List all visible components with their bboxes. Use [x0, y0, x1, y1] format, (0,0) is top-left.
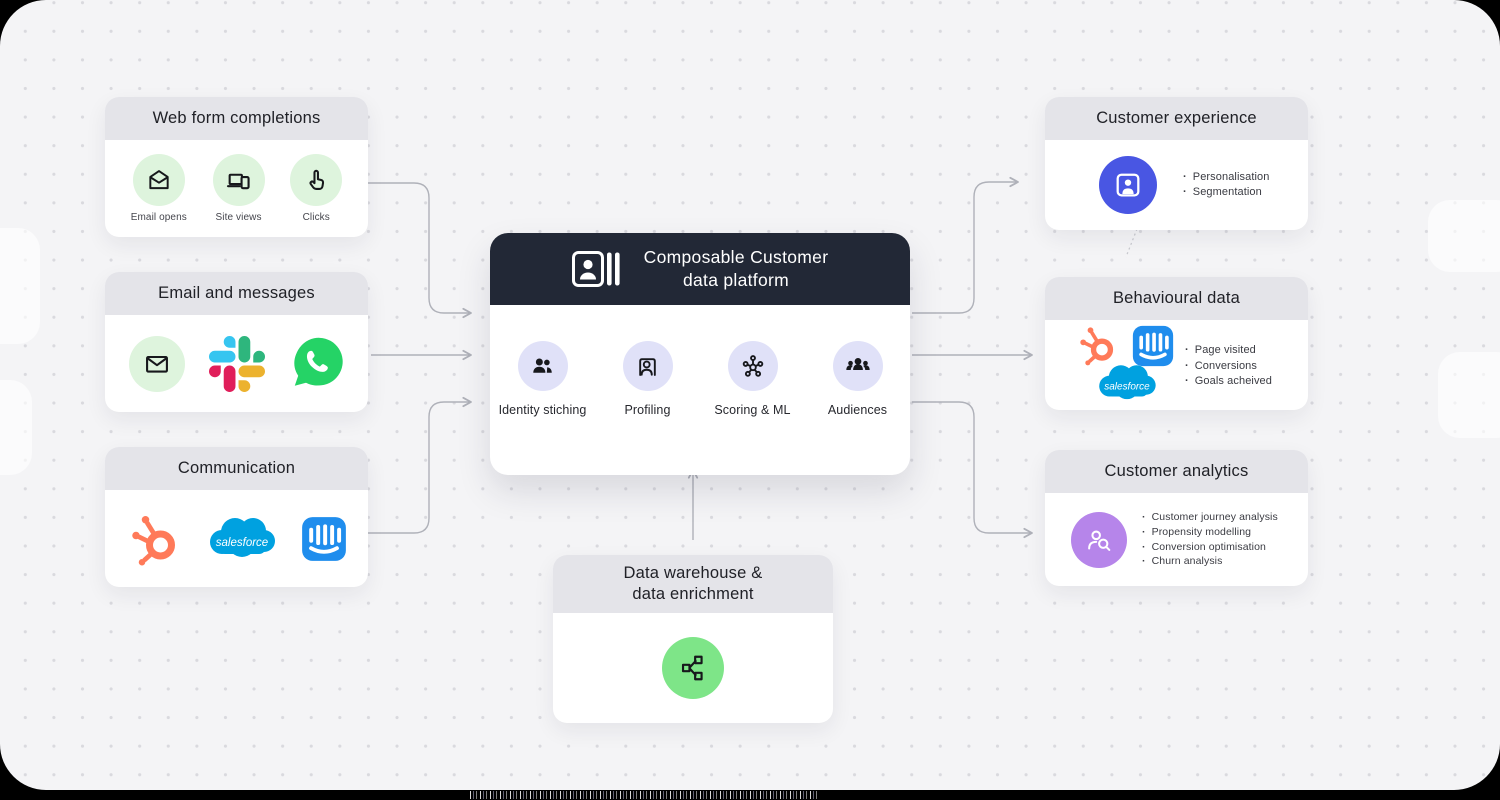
- bullet-item: Churn analysis: [1142, 555, 1278, 568]
- profile-frame-icon: [634, 353, 661, 380]
- whatsapp-logo: [288, 336, 344, 392]
- card-title: Web form completions: [105, 97, 368, 140]
- source-label: Email opens: [130, 212, 187, 223]
- hubspot-logo: [124, 509, 184, 569]
- card-web-form-completions: Web form completions Email opens: [105, 97, 368, 237]
- card-title: Email and messages: [105, 272, 368, 315]
- person-search-icon: [1071, 511, 1127, 568]
- bullet-item: Propensity modelling: [1142, 526, 1278, 539]
- bullet-item: Conversions: [1185, 360, 1272, 374]
- feature-audiences: Audiences: [805, 341, 910, 419]
- bullet-item: Page visited: [1185, 344, 1272, 358]
- open-envelope-icon: [146, 167, 172, 193]
- bullet-item: Segmentation: [1183, 186, 1269, 200]
- svg-text:salesforce: salesforce: [1104, 382, 1150, 393]
- card-communication: Communication: [105, 447, 368, 587]
- bullet-item: Conversion optimisation: [1142, 541, 1278, 554]
- feature-profiling: Profiling: [595, 341, 700, 419]
- platform-header: Composable Customer data platform: [490, 233, 910, 305]
- bottom-caption-strip: [470, 791, 820, 799]
- card-title: Communication: [105, 447, 368, 490]
- decor-blob: [1428, 200, 1500, 272]
- card-title: Customer analytics: [1045, 450, 1308, 493]
- tap-click-icon: [303, 167, 329, 193]
- slack-logo: [208, 335, 265, 392]
- feature-label: Scoring & ML: [714, 403, 791, 417]
- bullet-item: Customer journey analysis: [1142, 511, 1278, 524]
- envelope-icon: [128, 335, 185, 392]
- card-title: Behavioural data: [1045, 277, 1308, 320]
- salesforce-logo: salesforce: [204, 512, 280, 566]
- feature-label: Audiences: [827, 403, 888, 417]
- contact-card-icon: [571, 251, 620, 287]
- bullet-item: Goals acheived: [1185, 375, 1272, 389]
- card-title: Customer experience: [1045, 97, 1308, 140]
- card-behavioural-data: Behavioural data: [1045, 277, 1308, 410]
- svg-text:salesforce: salesforce: [215, 537, 267, 549]
- source-item: Email opens: [131, 154, 187, 223]
- card-title: Data warehouse & data enrichment: [553, 555, 833, 613]
- source-item: Site views: [212, 154, 265, 223]
- card-customer-analytics: Customer analytics Customer journey anal…: [1045, 450, 1308, 586]
- decor-blob: [0, 228, 40, 344]
- decor-blob: [0, 380, 32, 475]
- feature-label: Profiling: [624, 403, 671, 417]
- bullet-item: Personalisation: [1183, 171, 1270, 185]
- hubspot-logo: [1074, 322, 1120, 368]
- card-email-and-messages: Email and messages: [105, 272, 368, 412]
- card-customer-experience: Customer experience Personalisation Segm…: [1045, 97, 1308, 230]
- customer-card-icon: [1099, 156, 1157, 214]
- identity-people-icon: [529, 353, 556, 380]
- network-nodes-icon: [662, 637, 724, 699]
- card-data-warehouse: Data warehouse & data enrichment: [553, 555, 833, 723]
- source-label: Site views: [215, 212, 262, 223]
- platform-title: Composable Customer data platform: [643, 246, 829, 290]
- card-platform: Composable Customer data platform: [490, 233, 910, 475]
- salesforce-logo: salesforce: [1094, 360, 1160, 407]
- devices-icon: [225, 166, 253, 194]
- scoring-network-icon: [739, 352, 767, 380]
- feature-scoring-ml: Scoring & ML: [700, 341, 805, 419]
- decor-blob: [1438, 352, 1500, 438]
- feature-identity-stitching: Identity stiching: [490, 341, 595, 419]
- source-item: Clicks: [290, 154, 343, 223]
- intercom-logo: [1130, 323, 1176, 369]
- intercom-logo: [299, 514, 349, 564]
- feature-label: Identity stiching: [498, 403, 587, 417]
- source-label: Clicks: [302, 212, 330, 223]
- audiences-group-icon: [844, 352, 872, 380]
